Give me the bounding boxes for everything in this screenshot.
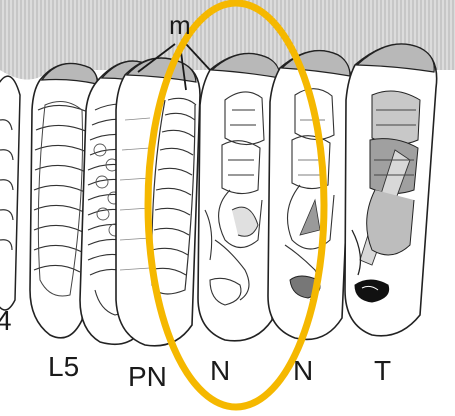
label-t: T — [374, 355, 391, 386]
cell-partial — [0, 76, 20, 310]
label-l5: L5 — [48, 351, 79, 382]
label-pn: PN — [128, 361, 167, 392]
label-n-first: N — [210, 355, 230, 386]
label-m: m — [169, 10, 191, 40]
label-partial-stage: 4 — [0, 305, 12, 336]
cell-t — [345, 44, 437, 336]
label-n-second: N — [293, 355, 313, 386]
